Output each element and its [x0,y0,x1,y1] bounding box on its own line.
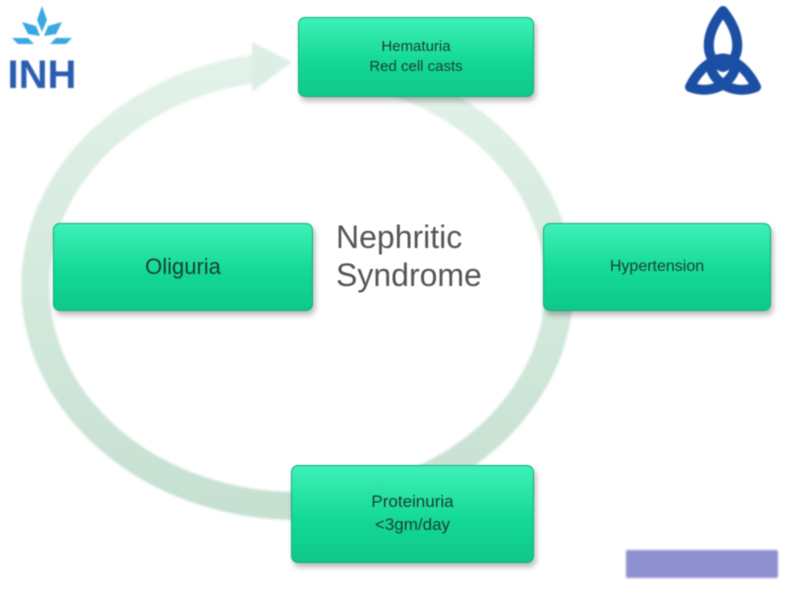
node-hematuria: Hematuria Red cell casts [298,17,534,97]
trinity-knot-icon [685,6,761,95]
node-hematuria-line2: Red cell casts [369,58,463,75]
node-hematuria-line1: Hematuria [381,37,451,55]
inh-logo-text: INH [8,53,77,94]
blurred-label-tag [626,550,778,578]
inh-logo-icon: INH [8,6,77,97]
node-hypertension: Hypertension [543,223,771,311]
node-proteinuria: Proteinuria <3gm/day [291,465,534,563]
diagram-title-line1: Nephritic [336,219,463,255]
diagram-title: Nephritic Syndrome [336,218,546,294]
node-oliguria-label: Oliguria [145,254,221,280]
diagram-title-line2: Syndrome [336,257,482,293]
trinity-knot-logo [682,5,764,101]
node-proteinuria-line1: Proteinuria [371,492,454,512]
node-hypertension-label: Hypertension [609,258,705,276]
node-proteinuria-line2: <3gm/day [374,515,451,534]
cycle-arrow-head [252,42,292,92]
node-oliguria: Oliguria [53,223,313,311]
inh-logo: INH [2,2,94,97]
